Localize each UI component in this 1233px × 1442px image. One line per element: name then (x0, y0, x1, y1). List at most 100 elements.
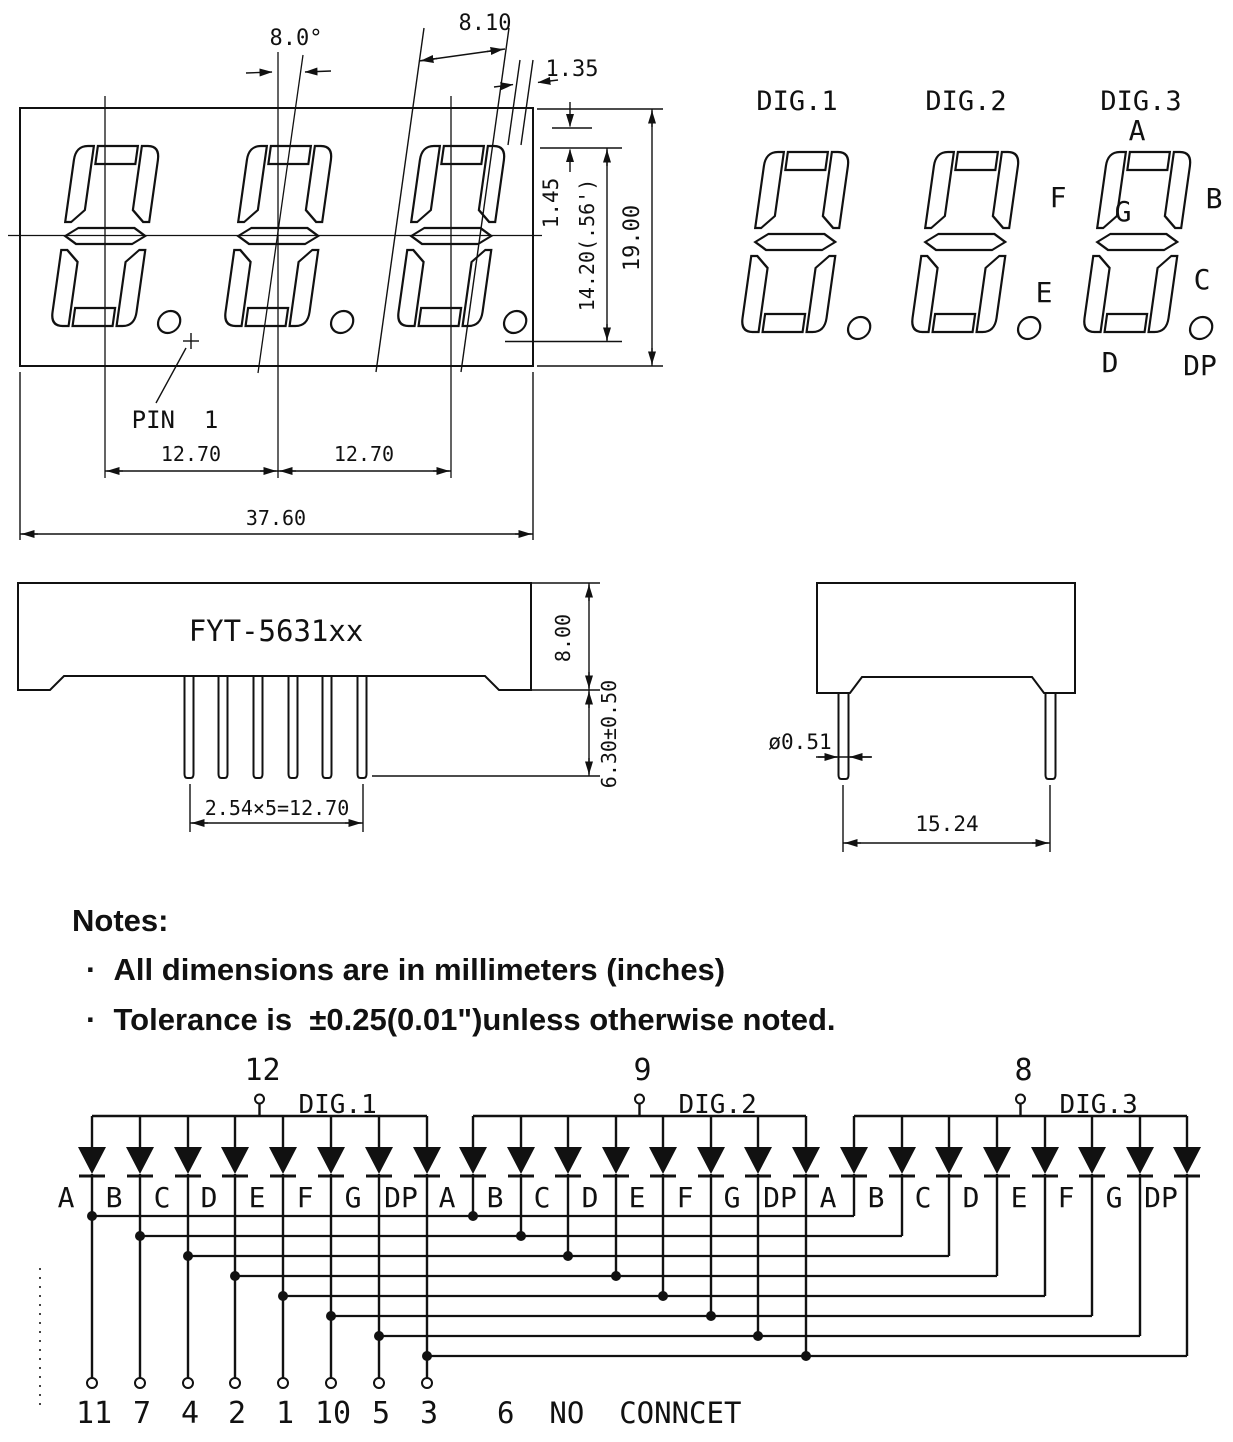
seven-segment-digit (221, 144, 379, 335)
segment-label: B (106, 1181, 123, 1214)
segment-label: A (58, 1181, 75, 1214)
junction-dot (374, 1331, 384, 1341)
segment-label: C (534, 1181, 551, 1214)
dim-digit-pitch: 12.70 12.70 (105, 442, 451, 475)
led-diode (649, 1147, 677, 1174)
segment-label: B (487, 1181, 504, 1214)
dim-digit-height: 14.20(.56') (505, 148, 622, 343)
led-diode (888, 1147, 916, 1174)
dim-pin-pitch: 2.54×5=12.70 (189, 784, 364, 832)
junction-dot (278, 1291, 288, 1301)
led-diode (554, 1147, 582, 1174)
segment-label: C (915, 1181, 932, 1214)
pin-number-label: 7 (133, 1396, 151, 1431)
pin (217, 677, 229, 779)
dim-pin-length: 6.30±0.50 (372, 680, 621, 788)
led-diode (697, 1147, 725, 1174)
terminal-circle (325, 1377, 337, 1389)
terminal-circle (134, 1377, 146, 1389)
seven-segment-digit (1080, 150, 1233, 341)
led-diode (507, 1147, 535, 1174)
notes-block: Notes: · All dimensions are in millimete… (72, 903, 836, 1037)
pin (1044, 694, 1057, 780)
led-diode (840, 1147, 868, 1174)
segment-label: D (582, 1181, 599, 1214)
junction-dot (516, 1231, 526, 1241)
segment-label: F (297, 1181, 314, 1214)
led-diode (744, 1147, 772, 1174)
common-pin-terminal (254, 1093, 265, 1105)
segment-label: DP (384, 1181, 418, 1214)
terminal-circle (229, 1377, 241, 1389)
rear-view: FYT-5631xx 8.00 6.30±0.50 2.54×5=12.70 (17, 582, 621, 832)
pin1-label: PIN 1 (132, 406, 219, 434)
segment-label: G (724, 1181, 741, 1214)
led-diode (269, 1147, 297, 1174)
dim-label: 15.24 (915, 812, 978, 836)
seven-segment-digit (738, 150, 896, 341)
segment-d-label: D (1102, 346, 1119, 379)
junction-dot (183, 1251, 193, 1261)
terminal-circle (86, 1377, 98, 1389)
segment-label: E (249, 1181, 266, 1214)
pin-number-label: 10 (315, 1396, 351, 1431)
terminal-circle (277, 1377, 289, 1389)
junction-dot (801, 1351, 811, 1361)
led-diode (935, 1147, 963, 1174)
led-diode (602, 1147, 630, 1174)
led-diode (174, 1147, 202, 1174)
segment-label: A (820, 1181, 837, 1214)
pin-number-label: 11 (76, 1396, 112, 1431)
junction-dot (326, 1311, 336, 1321)
dim-pin-row-spacing: 15.24 (842, 785, 1051, 852)
dim-body-height: 8.00 (531, 582, 600, 691)
dig3-title: DIG.3 (1100, 86, 1181, 117)
pin (183, 677, 195, 779)
led-diode (1173, 1147, 1201, 1174)
dim-label: 19.00 (620, 205, 645, 271)
segment-label: DP (1144, 1181, 1178, 1214)
segment-label: G (1106, 1181, 1123, 1214)
junction-dot (706, 1311, 716, 1321)
front-view: 8.0° 8.10 1.35 1.45 (8, 11, 663, 540)
led-diode (413, 1147, 441, 1174)
digit-label: DIG.3 (1060, 1090, 1138, 1120)
junction-dot (230, 1271, 240, 1281)
led-diode (459, 1147, 487, 1174)
dim-label: 8.10 (459, 11, 512, 36)
segment-label: G (345, 1181, 362, 1214)
segment-id-diagram: DIG.1 DIG.2 DIG.3 A F G B E C D DP (738, 86, 1233, 382)
digit-label: DIG.1 (299, 1090, 377, 1120)
digit-common-pin-number: 9 (633, 1053, 651, 1088)
seven-segment-digit (908, 150, 1066, 341)
led-diode (126, 1147, 154, 1174)
junction-dot (468, 1211, 478, 1221)
dim-label: 37.60 (246, 506, 306, 530)
dim-label: 8.00 (551, 614, 575, 662)
seven-segment-digit (394, 144, 552, 335)
digit-common-pin-number: 8 (1014, 1053, 1032, 1088)
segment-label: B (868, 1181, 885, 1214)
segment-label: E (629, 1181, 646, 1214)
led-diode (1126, 1147, 1154, 1174)
led-diode (221, 1147, 249, 1174)
dim-label: 12.70 (334, 442, 394, 466)
led-diode (792, 1147, 820, 1174)
junction-dot (87, 1211, 97, 1221)
segment-label: A (439, 1181, 456, 1214)
junction-dot (563, 1251, 573, 1261)
led-diode (365, 1147, 393, 1174)
pin (837, 694, 850, 780)
dim-label: 1.45 (539, 178, 563, 229)
digit-common-pin-number: 12 (244, 1053, 280, 1088)
segment-label: F (677, 1181, 694, 1214)
no-connect-note: 6 NO CONNCET (497, 1396, 741, 1430)
dim-label: 8.0° (270, 26, 323, 51)
tilt-reference-line (257, 54, 304, 374)
dim-tilt-angle: 8.0° (245, 26, 332, 77)
dig1-title: DIG.1 (756, 86, 837, 117)
dig2-title: DIG.2 (925, 86, 1006, 117)
